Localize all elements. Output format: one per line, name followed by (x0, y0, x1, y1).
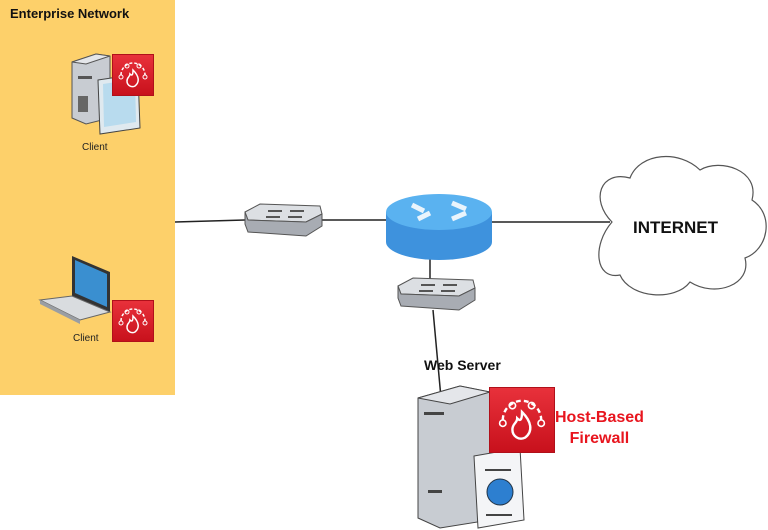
client-laptop-label: Client (73, 333, 99, 344)
internet-label: INTERNET (633, 218, 718, 237)
server-icon (417, 385, 525, 529)
annotation-line1: Host-Based (555, 409, 644, 426)
zone-title: Enterprise Network (10, 6, 130, 21)
switch-bottom-icon (397, 277, 476, 311)
laptop-icon (38, 256, 112, 324)
switch-left-icon (244, 203, 323, 237)
host-based-firewall-label: Host-Based Firewall (555, 407, 644, 449)
internet-cloud (598, 156, 767, 296)
firewall-icon (489, 387, 555, 453)
link-zone-switch (174, 219, 246, 223)
link-switch-server (432, 309, 442, 399)
router-icon (386, 194, 492, 260)
web-server-label: Web Server (424, 357, 501, 373)
firewall-icon (112, 54, 154, 96)
annotation-line2: Firewall (569, 430, 630, 447)
client-desktop-label: Client (82, 142, 108, 153)
desktop-icon (71, 53, 141, 135)
firewall-icon (112, 300, 154, 342)
